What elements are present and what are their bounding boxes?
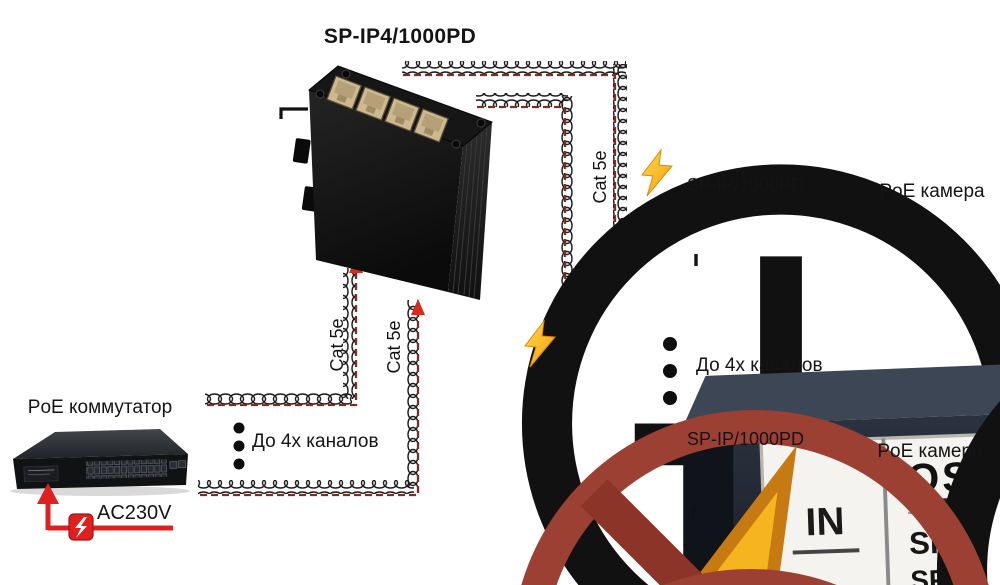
mount-tab <box>292 138 311 164</box>
ground-wire <box>279 107 308 119</box>
channel-bullets-right <box>663 337 677 405</box>
cat5e-cable-from-switch-2 <box>198 299 425 497</box>
rj45-port-1 <box>326 75 362 110</box>
camera-label-1: PoE камера <box>879 181 985 202</box>
ac-arrow-up-icon <box>37 483 59 504</box>
switch-label: PoE коммутатор <box>27 397 173 418</box>
poe-switch-device <box>10 429 190 496</box>
camera-label-2: PoE камера <box>877 441 983 462</box>
diagram-title: SP-IP4/1000PD <box>323 25 477 48</box>
protector-title-1: SP-IP/1000PD <box>686 175 805 195</box>
channels-note-right: До 4х каналов <box>696 355 823 376</box>
cable-label-3: Cat 5e <box>590 150 611 204</box>
rj45-port-3 <box>384 97 420 132</box>
cable-label-1: Cat 5e <box>327 318 348 372</box>
protector-title-2: SP-IP/1000PD <box>686 429 805 449</box>
ac-power-line <box>37 483 173 541</box>
cable-label-2: Cat 5e <box>384 320 405 374</box>
rj45-ports <box>326 75 449 143</box>
switch-label-plate <box>23 465 59 483</box>
sp-ip4-device <box>292 65 493 300</box>
channel-bullets-left <box>233 422 245 470</box>
device-side <box>448 122 492 300</box>
rj45-port-2 <box>355 86 391 121</box>
ac-bolt-icon <box>68 513 94 541</box>
signal-arrow <box>411 299 425 315</box>
cat5e-cable-from-switch-1 <box>205 257 363 407</box>
power-label: AC230V <box>97 502 172 524</box>
switch-ports <box>23 459 186 483</box>
channels-note-left: До 4х каналов <box>252 431 379 452</box>
rj45-port-4 <box>413 108 449 143</box>
device-front <box>309 90 463 292</box>
switch-top <box>13 429 188 459</box>
